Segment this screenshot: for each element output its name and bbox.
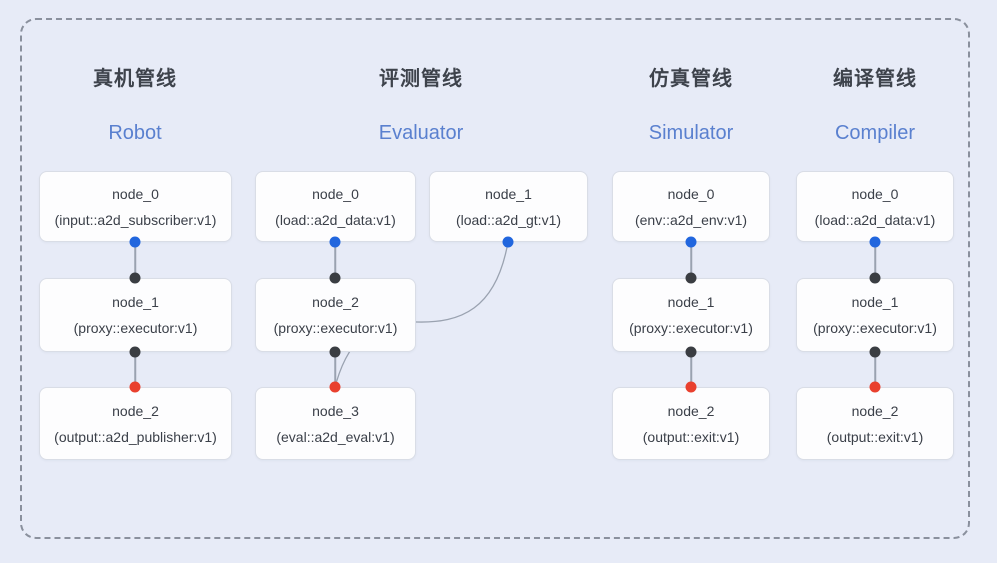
- evaluator-node-3-card: node_3 (eval::a2d_eval:v1): [255, 387, 416, 460]
- dashed-frame: [20, 18, 970, 539]
- output-port-dot: [685, 236, 697, 248]
- pipeline-title-en-evaluator: Evaluator: [378, 122, 464, 144]
- node-type: (load::a2d_gt:v1): [455, 211, 562, 228]
- output-port-dot: [129, 346, 141, 358]
- edge-line: [134, 352, 136, 387]
- simulator-node-1-card: node_1 (proxy::executor:v1): [612, 278, 770, 352]
- output-port-dot: [129, 236, 141, 248]
- pipeline-title-cn-simulator: 仿真管线: [649, 68, 733, 90]
- pipeline-title-en-robot: Robot: [108, 122, 162, 144]
- compiler-node-0-card: node_0 (load::a2d_data:v1): [796, 171, 954, 242]
- node-type: (output::a2d_publisher:v1): [54, 428, 217, 445]
- node-type: (load::a2d_data:v1): [275, 211, 396, 228]
- input-port-dot: [869, 272, 881, 284]
- edge-line: [134, 242, 136, 278]
- output-port-dot: [869, 346, 881, 358]
- node-name: node_2: [851, 402, 899, 419]
- edge-line: [690, 352, 692, 387]
- edge-line: [334, 352, 336, 387]
- node-name: node_1: [667, 294, 715, 310]
- node-type: (proxy::executor:v1): [629, 320, 753, 336]
- compiler-node-1-card: node_1 (proxy::executor:v1): [796, 278, 954, 352]
- simulator-node-0-card: node_0 (env::a2d_env:v1): [612, 171, 770, 242]
- node-name: node_1: [112, 294, 159, 310]
- node-name: node_2: [312, 294, 359, 310]
- output-port-dot: [329, 236, 341, 248]
- node-name: node_1: [851, 294, 899, 310]
- node-type: (proxy::executor:v1): [813, 320, 937, 336]
- edge-line: [874, 352, 876, 387]
- input-port-dot: [685, 272, 697, 284]
- node-type: (proxy::executor:v1): [273, 320, 398, 336]
- final-input-port-dot: [869, 381, 881, 393]
- node-name: node_0: [312, 185, 359, 202]
- node-name: node_2: [667, 402, 715, 419]
- input-port-dot: [129, 272, 141, 284]
- output-port-dot: [869, 236, 881, 248]
- node-type: (proxy::executor:v1): [73, 320, 198, 336]
- edge-line: [334, 242, 336, 278]
- node-name: node_0: [851, 185, 899, 202]
- pipeline-title-cn-compiler: 编译管线: [833, 68, 917, 90]
- node-type: (output::exit:v1): [642, 428, 740, 445]
- final-input-port-dot: [685, 381, 697, 393]
- node-type: (eval::a2d_eval:v1): [276, 428, 395, 445]
- node-name: node_0: [112, 185, 159, 202]
- simulator-node-2-card: node_2 (output::exit:v1): [612, 387, 770, 460]
- evaluator-node-0-card: node_0 (load::a2d_data:v1): [255, 171, 416, 242]
- pipeline-title-en-simulator: Simulator: [648, 122, 734, 144]
- evaluator-node-1-card: node_1 (load::a2d_gt:v1): [429, 171, 588, 242]
- output-port-dot: [502, 236, 514, 248]
- node-name: node_1: [485, 185, 532, 202]
- node-type: (env::a2d_env:v1): [634, 211, 748, 228]
- node-type: (load::a2d_data:v1): [814, 211, 936, 228]
- evaluator-node-2-card: node_2 (proxy::executor:v1): [255, 278, 416, 352]
- edge-line: [690, 242, 692, 278]
- robot-node-1-card: node_1 (proxy::executor:v1): [39, 278, 232, 352]
- final-input-port-dot: [129, 381, 141, 393]
- compiler-node-2-card: node_2 (output::exit:v1): [796, 387, 954, 460]
- node-type: (input::a2d_subscriber:v1): [54, 211, 217, 228]
- node-name: node_3: [312, 402, 359, 419]
- output-port-dot: [329, 346, 341, 358]
- input-port-dot: [329, 272, 341, 284]
- edge-line: [874, 242, 876, 278]
- robot-node-2-card: node_2 (output::a2d_publisher:v1): [39, 387, 232, 460]
- robot-node-0-card: node_0 (input::a2d_subscriber:v1): [39, 171, 232, 242]
- pipeline-title-cn-evaluator: 评测管线: [379, 68, 463, 90]
- node-type: (output::exit:v1): [826, 428, 924, 445]
- final-input-port-dot: [329, 381, 341, 393]
- pipeline-title-en-compiler: Compiler: [834, 122, 916, 144]
- output-port-dot: [685, 346, 697, 358]
- node-name: node_0: [667, 185, 715, 202]
- pipeline-title-cn-robot: 真机管线: [93, 68, 177, 90]
- node-name: node_2: [112, 402, 159, 419]
